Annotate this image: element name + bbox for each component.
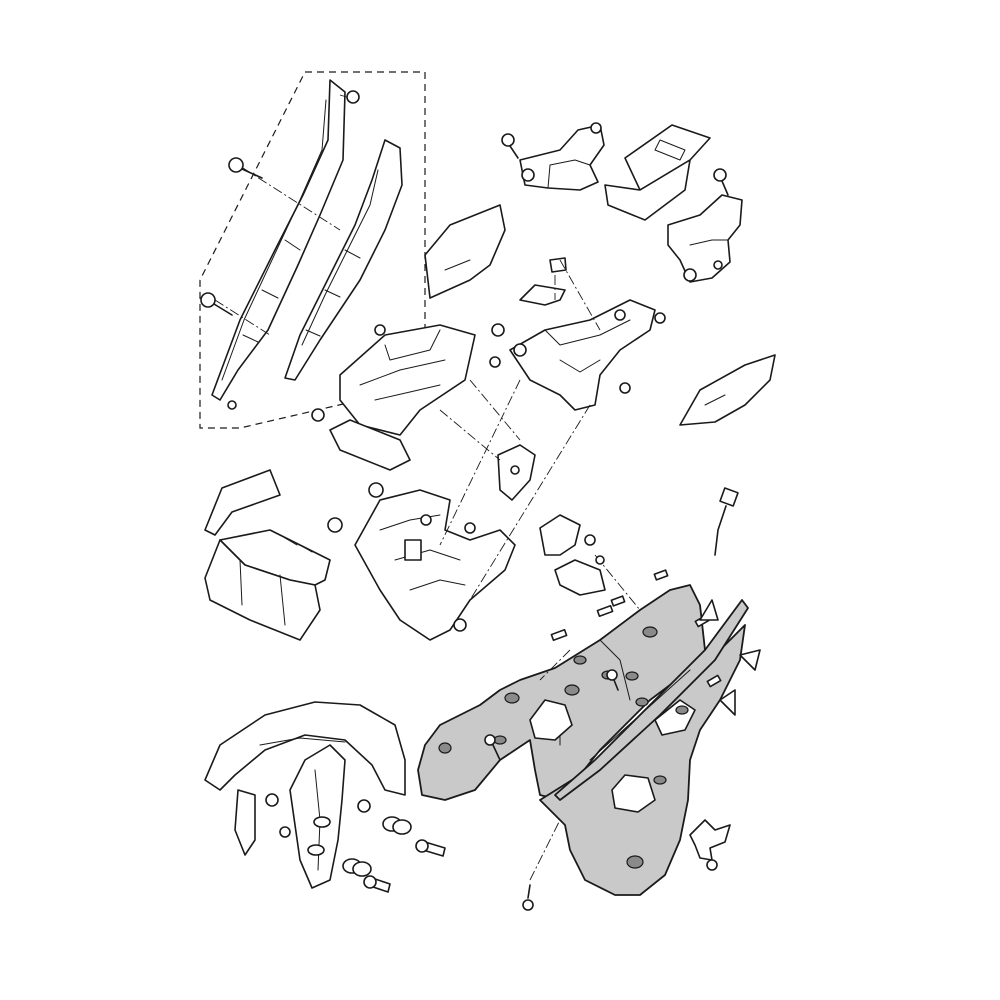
mounting-boss (438, 626, 689, 869)
lower-subframe (327, 482, 516, 641)
bolt-icon (228, 157, 263, 179)
battery-tray-cover (204, 469, 331, 641)
bolt-icon (606, 669, 619, 691)
nut-icon (706, 859, 718, 871)
undertray-hardware (522, 514, 761, 911)
bolt-icon (522, 899, 534, 911)
bolt-icon (491, 323, 505, 337)
mounting-bracket-right (667, 168, 743, 283)
gasket-plate (689, 819, 731, 861)
cable-tie (714, 487, 739, 556)
bolt-icon (363, 875, 391, 893)
rear-inner-fender-undertray (417, 569, 749, 896)
bolt-icon (200, 292, 233, 316)
assembly-leader-lines (439, 259, 641, 611)
spacer-collar (382, 816, 412, 835)
front-fender (204, 701, 406, 889)
cutout (611, 774, 656, 813)
spacer-collar (342, 858, 372, 877)
bolt-icon (374, 324, 386, 336)
rubber-damper-block (604, 124, 711, 221)
mounting-bracket-left (501, 122, 605, 191)
seat-lock-bracket (519, 257, 567, 306)
connector (404, 539, 422, 561)
side-cowl-panel-inner (284, 139, 403, 381)
grommet (227, 400, 237, 410)
bolt-icon (713, 168, 727, 182)
bolt-icon (501, 133, 515, 147)
bolt-icon (311, 408, 325, 422)
group-dashed-outline (199, 71, 426, 429)
side-cowl-panel-group (199, 71, 426, 429)
bolt-icon (327, 517, 343, 533)
cutout (529, 699, 573, 741)
bolt-icon (265, 793, 279, 807)
bolt-icon (415, 839, 446, 857)
fender-mounting-hardware (265, 793, 446, 893)
tail-light-cover-left (424, 204, 506, 299)
clip-icon (719, 689, 736, 716)
bolt-icon (279, 826, 291, 838)
battery-box-frame (311, 324, 501, 471)
tail-light-cover-right (679, 354, 776, 426)
clip-icon (739, 649, 761, 671)
bolt-icon (368, 482, 384, 498)
bolt-icon (464, 522, 476, 534)
wiring-bracket (539, 514, 606, 596)
rear-subframe-upper (491, 299, 666, 411)
bolt-icon (489, 356, 501, 368)
bolt-icon (357, 799, 371, 813)
clip-icon (699, 599, 719, 621)
bolt-icon (484, 734, 501, 761)
grommet (346, 90, 360, 104)
retaining-clip (550, 569, 722, 688)
undertray-left-section (417, 584, 706, 801)
mid-bracket (497, 444, 536, 501)
